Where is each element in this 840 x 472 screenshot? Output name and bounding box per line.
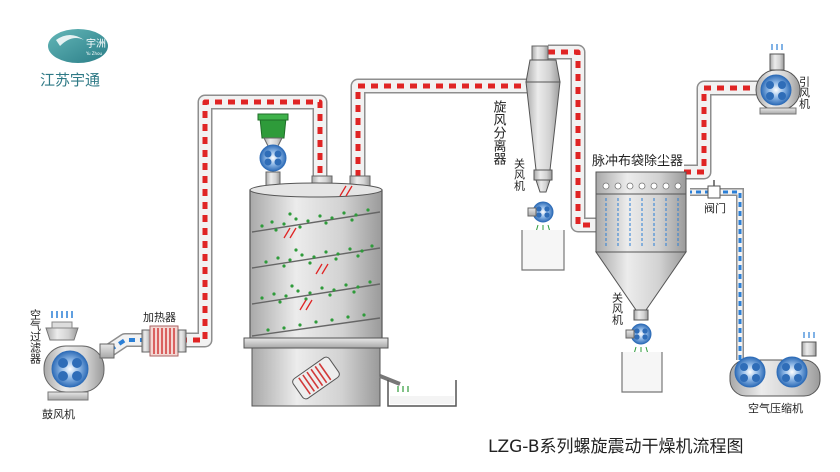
valve xyxy=(707,180,721,199)
label-heater: 加热器 xyxy=(143,311,176,324)
feed-valve-icon xyxy=(259,144,287,172)
hot-air-flow-1 xyxy=(180,99,323,343)
compressor-fan-2-icon xyxy=(776,356,808,388)
company-logo: 宇洲 Yu Zhou xyxy=(48,29,108,63)
induced-draft-fan xyxy=(755,44,801,115)
hot-air-flow-2 xyxy=(355,60,551,190)
label-air-filter: 空气过滤器 xyxy=(29,308,42,365)
label-blower: 鼓风机 xyxy=(42,407,75,421)
product-particles xyxy=(260,208,374,332)
vibration-motor xyxy=(292,356,340,400)
label-cyclone: 旋风分离器 xyxy=(491,100,507,166)
label-valve: 阀门 xyxy=(704,201,726,215)
company-name: 江苏宇通 xyxy=(40,71,100,89)
hot-air-flow-3 xyxy=(548,49,598,228)
heater xyxy=(141,325,187,357)
blower-fan-icon xyxy=(51,350,89,388)
label-airlock-2: 关风机 xyxy=(611,291,624,325)
product-discharge-tray xyxy=(387,380,457,407)
logo-subtext: Yu Zhou xyxy=(85,51,103,56)
pulse-bag-filter xyxy=(595,171,687,393)
cyclone-separator xyxy=(521,45,565,271)
label-induced-fan: 引风机 xyxy=(798,75,811,109)
logo-text: 宇洲 xyxy=(86,37,106,50)
spiral-vibrating-dryer xyxy=(243,175,409,407)
label-compressor: 空气压缩机 xyxy=(748,401,803,415)
air-filter xyxy=(45,311,79,341)
blower xyxy=(43,343,115,401)
induced-fan-icon xyxy=(760,74,792,106)
diagram-title: LZG-B系列螺旋震动干燥机流程图 xyxy=(488,437,743,457)
cold-air-flow xyxy=(108,338,148,352)
compressor-fan-1-icon xyxy=(734,356,766,388)
feed-hopper xyxy=(257,113,289,191)
hot-air-pipeline xyxy=(106,44,760,356)
label-bag-filter: 脉冲布袋除尘器 xyxy=(592,154,683,169)
air-compressor xyxy=(729,332,821,397)
hot-air-flow-4 xyxy=(684,85,760,175)
label-airlock-1: 关风机 xyxy=(513,157,526,191)
